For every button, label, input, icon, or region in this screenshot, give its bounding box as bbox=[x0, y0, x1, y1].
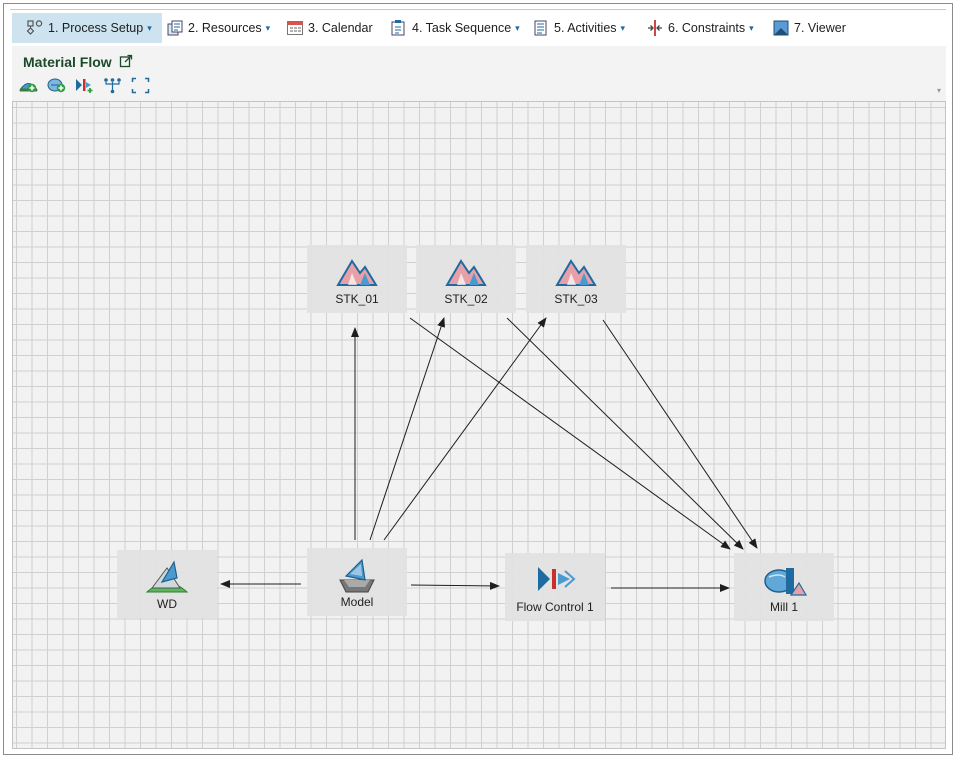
tab-calendar[interactable]: 3. Calendar bbox=[286, 13, 373, 43]
node-label: STK_03 bbox=[554, 292, 598, 306]
tab-label: 1. Process Setup bbox=[48, 21, 144, 35]
material-flow-canvas[interactable]: STK_01 STK_02 STK_03 WD M bbox=[12, 101, 946, 749]
node-label: WD bbox=[157, 597, 177, 611]
flow-edges bbox=[220, 317, 758, 592]
tab-label: 5. Activities bbox=[554, 21, 617, 35]
edge-stk03-to-mill1[interactable] bbox=[602, 319, 758, 549]
tab-label: 3. Calendar bbox=[308, 21, 373, 35]
ribbon-toolbar: 1. Process Setup ▾ 2. Resources ▾ 3. Cal… bbox=[10, 9, 946, 45]
node-flow-control-1[interactable]: Flow Control 1 bbox=[505, 553, 605, 621]
task-sequence-icon bbox=[391, 20, 405, 36]
node-label: Model bbox=[340, 595, 374, 609]
process-setup-icon bbox=[26, 20, 43, 35]
mill-icon bbox=[764, 568, 807, 596]
material-flow-panel-header: Material Flow bbox=[12, 46, 946, 102]
node-waste-dump[interactable]: WD bbox=[117, 550, 217, 618]
panel-toolbar bbox=[19, 77, 150, 94]
open-external-icon[interactable] bbox=[119, 54, 133, 68]
edge-stk02-to-mill1[interactable] bbox=[506, 317, 744, 550]
calendar-icon bbox=[287, 21, 303, 35]
node-label: STK_01 bbox=[335, 292, 379, 306]
node-label: Flow Control 1 bbox=[516, 600, 594, 614]
chevron-down-icon: ▾ bbox=[515, 22, 520, 33]
panel-title: Material Flow bbox=[23, 54, 112, 70]
collapse-toggle-icon[interactable]: ▾ bbox=[936, 86, 941, 95]
node-label: Mill 1 bbox=[769, 600, 798, 614]
node-block-model[interactable]: Model bbox=[307, 548, 407, 616]
stockpile-icon bbox=[555, 259, 597, 286]
fit-view-icon[interactable] bbox=[131, 77, 150, 94]
edge-model-to-stk03[interactable] bbox=[383, 317, 547, 541]
stockpile-icon bbox=[336, 259, 378, 286]
tab-label: 2. Resources bbox=[188, 21, 262, 35]
node-stk-02[interactable]: STK_02 bbox=[416, 245, 516, 313]
flow-control-icon bbox=[538, 567, 576, 591]
activities-icon bbox=[534, 20, 547, 36]
node-stk-01[interactable]: STK_01 bbox=[307, 245, 407, 313]
add-flow-control-icon[interactable] bbox=[75, 77, 94, 94]
stockpile-icon bbox=[445, 259, 487, 286]
viewer-icon bbox=[773, 20, 789, 36]
tab-process-setup[interactable]: 1. Process Setup ▾ bbox=[12, 13, 162, 43]
tab-label: 6. Constraints bbox=[668, 21, 746, 35]
chevron-down-icon: ▾ bbox=[749, 22, 754, 33]
node-stk-03[interactable]: STK_03 bbox=[526, 245, 626, 313]
auto-layout-icon[interactable] bbox=[103, 77, 122, 94]
node-label: STK_02 bbox=[444, 292, 488, 306]
constraints-icon bbox=[648, 20, 662, 36]
tab-viewer[interactable]: 7. Viewer bbox=[772, 13, 846, 43]
tab-label: 4. Task Sequence bbox=[412, 21, 512, 35]
waste-dump-icon bbox=[145, 560, 189, 593]
tab-task-sequence[interactable]: 4. Task Sequence ▾ bbox=[390, 13, 520, 43]
chevron-down-icon: ▾ bbox=[265, 22, 271, 33]
tab-constraints[interactable]: 6. Constraints ▾ bbox=[646, 13, 754, 43]
tab-resources[interactable]: 2. Resources ▾ bbox=[166, 13, 270, 43]
edge-stk01-to-mill1[interactable] bbox=[409, 317, 731, 550]
chevron-down-icon: ▾ bbox=[147, 22, 152, 33]
edge-model-to-fc1[interactable] bbox=[410, 581, 500, 590]
resources-icon bbox=[167, 20, 183, 36]
edge-model-to-stk02[interactable] bbox=[369, 317, 445, 541]
add-source-icon[interactable] bbox=[19, 77, 38, 94]
chevron-down-icon: ▾ bbox=[620, 22, 626, 33]
tab-activities[interactable]: 5. Activities ▾ bbox=[532, 13, 625, 43]
tab-label: 7. Viewer bbox=[794, 21, 846, 35]
add-destination-icon[interactable] bbox=[47, 77, 66, 94]
block-model-icon bbox=[339, 558, 375, 593]
node-mill-1[interactable]: Mill 1 bbox=[734, 553, 834, 621]
